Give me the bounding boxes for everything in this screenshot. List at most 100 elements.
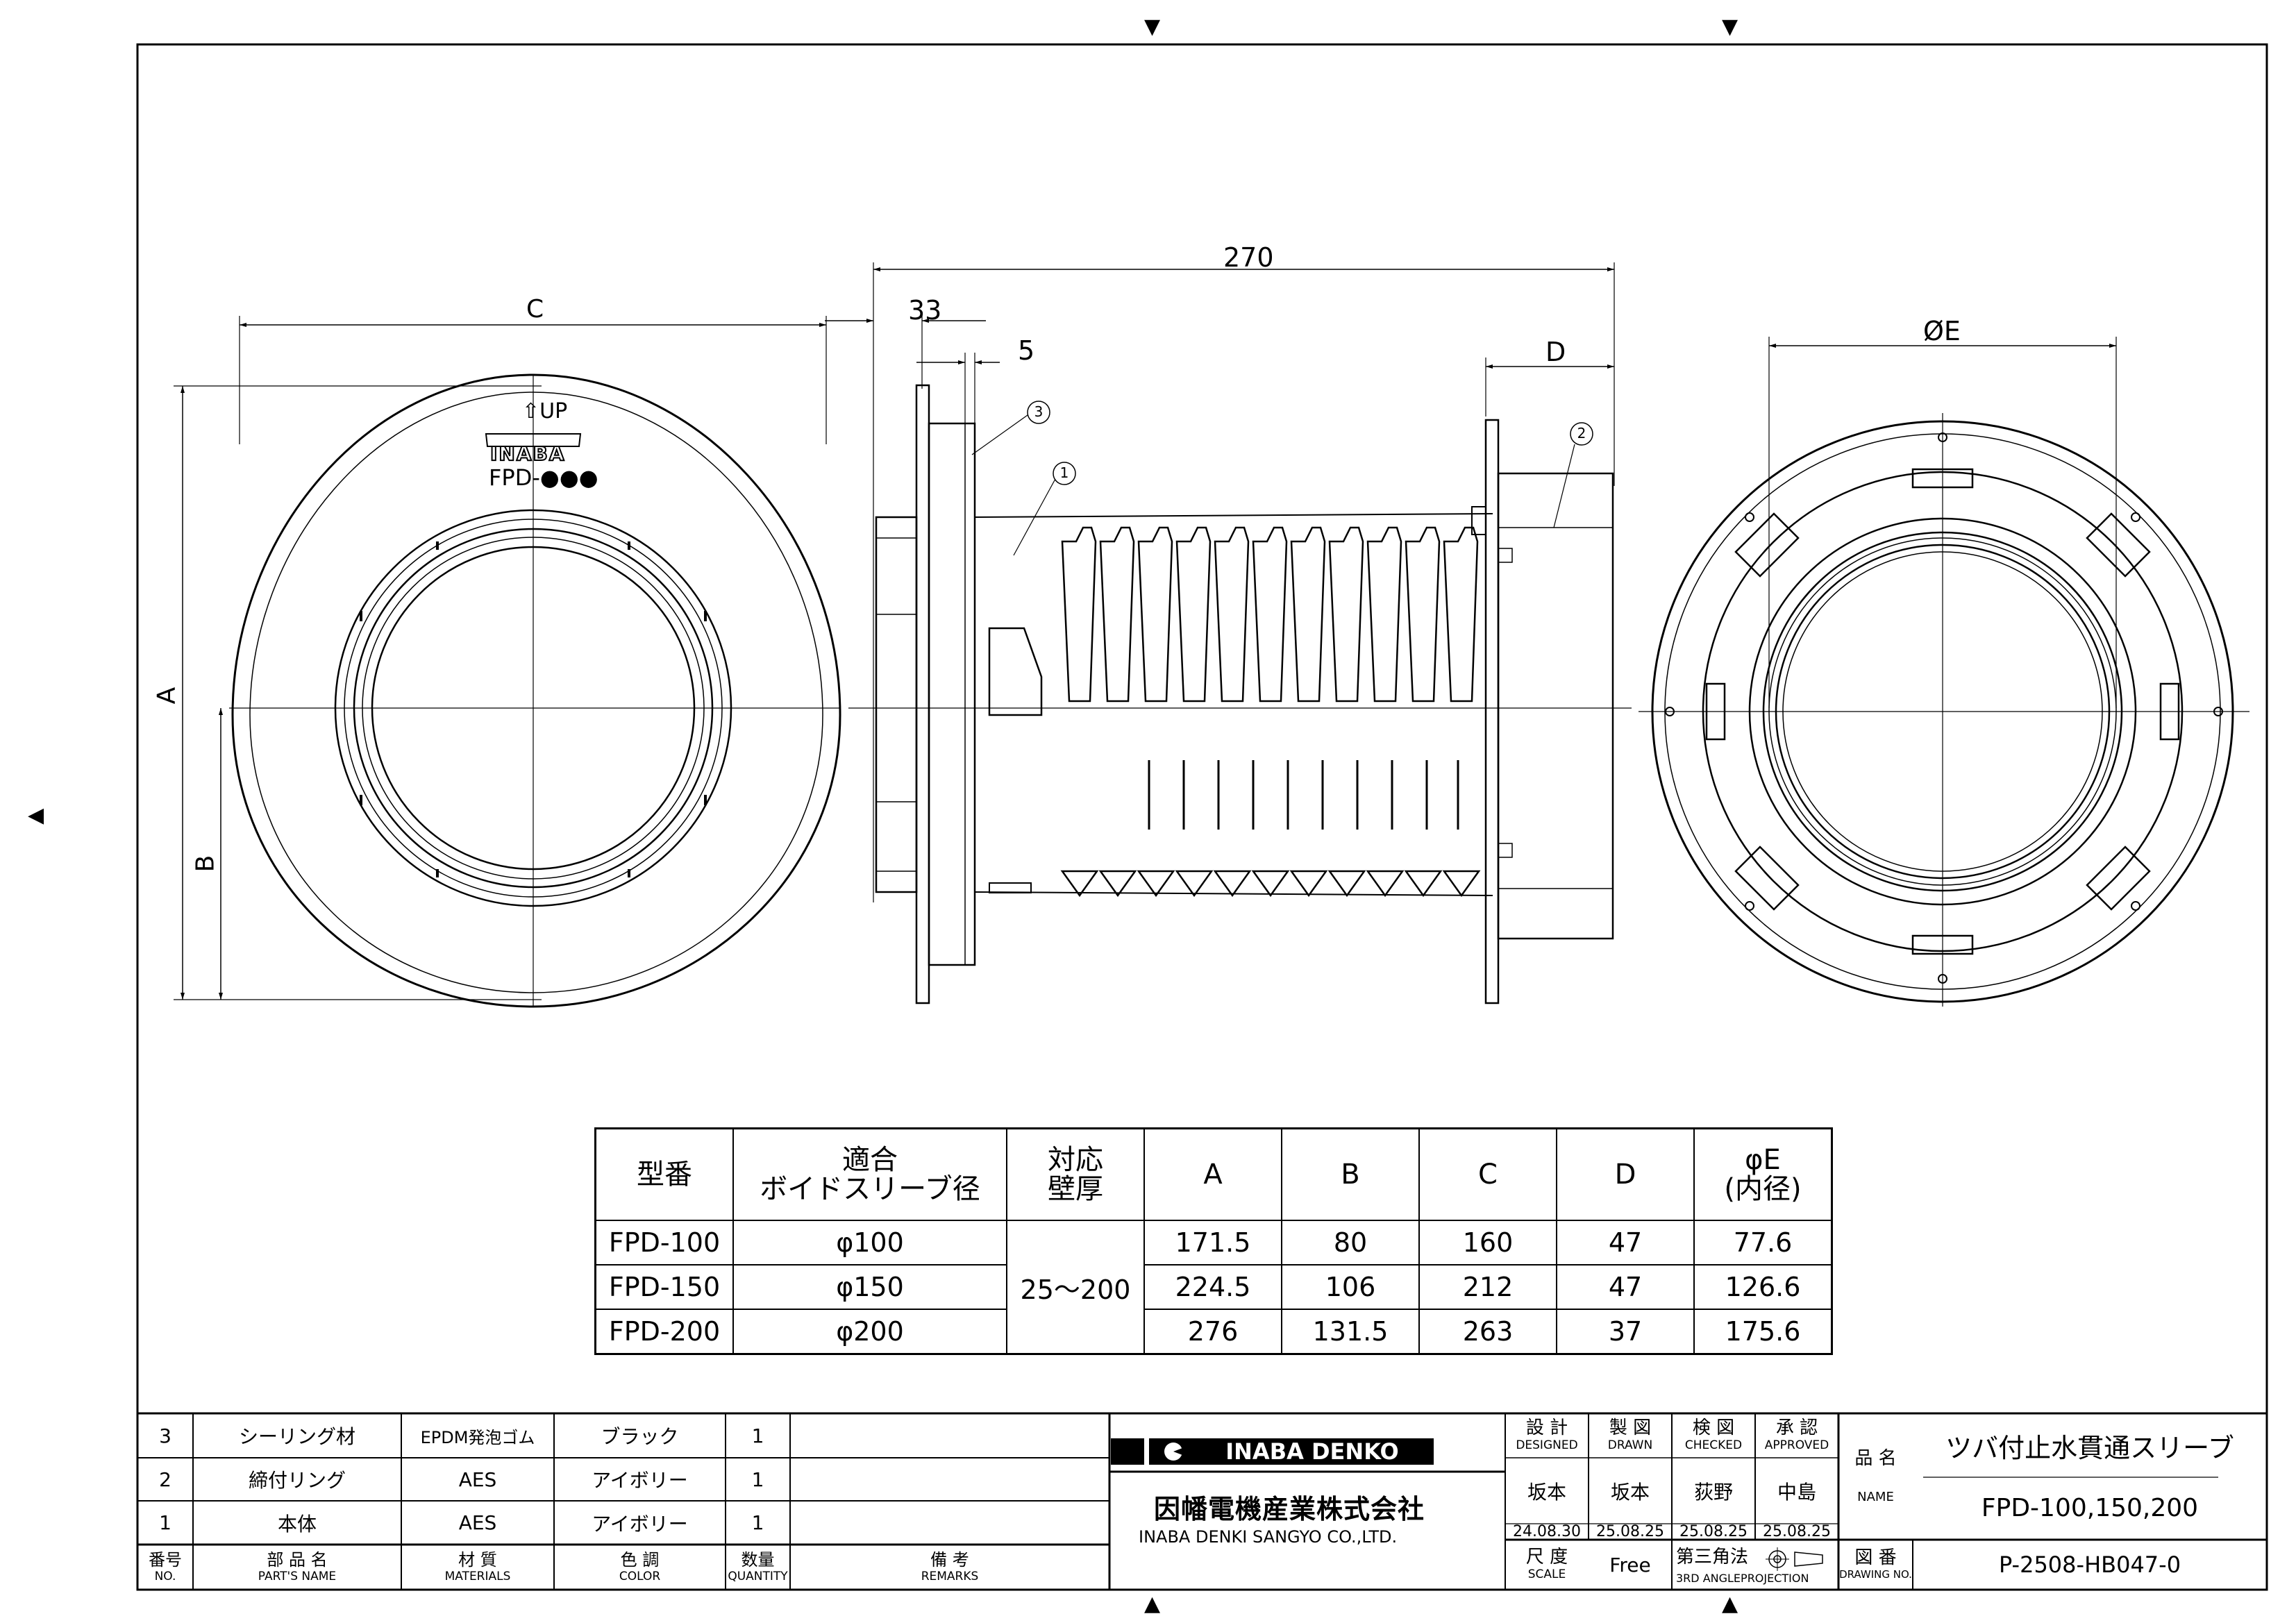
- designed-date: 24.08.30: [1513, 1523, 1581, 1540]
- cell-b: 106: [1281, 1264, 1420, 1310]
- approved-date: 25.08.25: [1763, 1523, 1831, 1540]
- company-name-en: INABA DENKI SANGYO CO.,LTD.: [1139, 1527, 1398, 1547]
- part-color: アイボリー: [592, 1512, 688, 1536]
- checked-name: 荻野: [1693, 1480, 1733, 1504]
- header-void-sleeve: 適合 ボイドスリーブ径: [732, 1127, 1007, 1221]
- balloon-1: 1: [1059, 464, 1069, 481]
- spec-table: 型番 適合 ボイドスリーブ径 対応 壁厚 A B C D φE (内径) FPD…: [594, 1127, 1833, 1355]
- parts-header-name: 部 品 名 PART'S NAME: [193, 1545, 401, 1590]
- header-jp: 材 質: [458, 1549, 497, 1570]
- dimension-label-b: B: [191, 855, 220, 873]
- header-en: MATERIALS: [444, 1569, 511, 1583]
- cell-d: 47: [1556, 1220, 1695, 1265]
- part-material: AES: [458, 1468, 497, 1491]
- cell-c: 212: [1418, 1264, 1557, 1310]
- product-name-jp: 品 名: [1854, 1447, 1897, 1469]
- side-view: [825, 262, 1632, 1004]
- dimension-label-d: D: [1545, 337, 1566, 367]
- model-mark: FPD-●●●: [489, 464, 598, 491]
- dimension-label-a: A: [152, 687, 181, 705]
- cell-a: 276: [1143, 1309, 1282, 1355]
- checked-en: CHECKED: [1684, 1438, 1743, 1453]
- cell-b: 131.5: [1281, 1309, 1420, 1355]
- header-jp: 数量: [741, 1549, 775, 1570]
- company-brand: INABA DENKO: [1225, 1438, 1399, 1465]
- center-marker-top-left: ▼: [1144, 15, 1161, 39]
- scale-en: SCALE: [1527, 1567, 1566, 1582]
- center-marker-bottom: ▲: [1144, 1592, 1161, 1616]
- header-c: C: [1418, 1127, 1557, 1221]
- dimension-label-c: C: [526, 295, 544, 323]
- dimension-label-270: 270: [1223, 242, 1274, 273]
- cell-model: FPD-150: [594, 1264, 734, 1310]
- cell-e: 126.6: [1693, 1264, 1833, 1310]
- header-jp: 番号: [149, 1549, 182, 1570]
- rear-view: [1639, 337, 2249, 1007]
- drawn-date: 25.08.25: [1596, 1523, 1664, 1540]
- cell-model: FPD-100: [594, 1220, 734, 1265]
- part-qty: 1: [751, 1511, 764, 1534]
- table-row: FPD-200 φ200 276 131.5 263 37 175.6: [594, 1309, 1833, 1355]
- header-a: A: [1143, 1127, 1282, 1221]
- part-qty: 1: [751, 1424, 764, 1447]
- drawing-frame: [136, 43, 2268, 1591]
- approved-name: 中島: [1777, 1480, 1816, 1504]
- header-e: φE (内径): [1693, 1127, 1833, 1221]
- drawn-en: DRAWN: [1607, 1438, 1653, 1453]
- company-name-jp: 因幡電機産業株式会社: [1154, 1494, 1425, 1524]
- parts-header-remarks: 備 考 REMARKS: [790, 1545, 1109, 1590]
- table-row: FPD-100 φ100 25～200 171.5 80 160 47 77.6: [594, 1220, 1833, 1355]
- projection-jp: 第三角法: [1676, 1547, 1749, 1567]
- part-material: EPDM発泡ゴム: [420, 1427, 535, 1447]
- dimension-label-phi-e: ØE: [1923, 316, 1961, 346]
- cell-c: 160: [1418, 1220, 1557, 1265]
- drawing-no-jp: 図 番: [1854, 1547, 1897, 1569]
- part-color: ブラック: [601, 1425, 679, 1448]
- scale-jp: 尺 度: [1525, 1547, 1568, 1568]
- balloon-2: 2: [1577, 425, 1586, 442]
- parts-header-qty: 数量 QUANTITY: [726, 1545, 790, 1590]
- center-marker-top-right: ▼: [1722, 15, 1738, 39]
- header-d: D: [1556, 1127, 1695, 1221]
- part-material: AES: [458, 1511, 497, 1534]
- designed-header: 設 計 DESIGNED: [1505, 1413, 1589, 1458]
- part-name: 本体: [277, 1512, 317, 1536]
- approved-header: 承 認 APPROVED: [1755, 1413, 1838, 1458]
- cell-void: φ200: [732, 1309, 1007, 1355]
- header-en: QUANTITY: [728, 1569, 788, 1583]
- product-name-header: 品 名 NAME: [1838, 1413, 1913, 1540]
- checked-date: 25.08.25: [1679, 1523, 1748, 1540]
- cell-wall: 25～200: [1006, 1220, 1145, 1355]
- part-no: 2: [159, 1468, 171, 1491]
- part-no: 1: [159, 1511, 171, 1534]
- cell-e: 77.6: [1693, 1220, 1833, 1265]
- header-jp: 備 考: [930, 1549, 969, 1570]
- center-marker-bottom-right: ▲: [1722, 1592, 1738, 1616]
- parts-table-grid: [137, 1412, 2267, 1590]
- up-arrow-label: ⇧UP: [522, 399, 568, 423]
- header-en: REMARKS: [921, 1569, 979, 1583]
- center-marker-left: ◀: [28, 803, 44, 827]
- table-row: FPD-150 φ150 224.5 106 212 47 126.6: [594, 1264, 1833, 1310]
- part-no: 3: [159, 1424, 171, 1447]
- header-model: 型番: [594, 1127, 734, 1221]
- drawing-no-en: DRAWING NO.: [1839, 1568, 1912, 1581]
- front-view: [174, 316, 841, 1008]
- cell-c: 263: [1418, 1309, 1557, 1355]
- part-qty: 1: [751, 1468, 764, 1491]
- cell-d: 47: [1556, 1264, 1695, 1310]
- projection-en: 3RD ANGLEPROJECTION: [1676, 1572, 1809, 1585]
- header-b: B: [1281, 1127, 1420, 1221]
- drawn-header: 製 図 DRAWN: [1589, 1413, 1672, 1458]
- product-models: FPD-100,150,200: [1981, 1493, 2199, 1522]
- cell-void: φ100: [732, 1220, 1007, 1265]
- designed-jp: 設 計: [1525, 1418, 1568, 1439]
- cell-model: FPD-200: [594, 1309, 734, 1355]
- cell-a: 171.5: [1143, 1220, 1282, 1265]
- cell-e: 175.6: [1693, 1309, 1833, 1355]
- approved-en: APPROVED: [1764, 1438, 1829, 1453]
- approved-jp: 承 認: [1775, 1418, 1818, 1439]
- part-name: シーリング材: [238, 1425, 355, 1448]
- parts-header-material: 材 質 MATERIALS: [401, 1545, 554, 1590]
